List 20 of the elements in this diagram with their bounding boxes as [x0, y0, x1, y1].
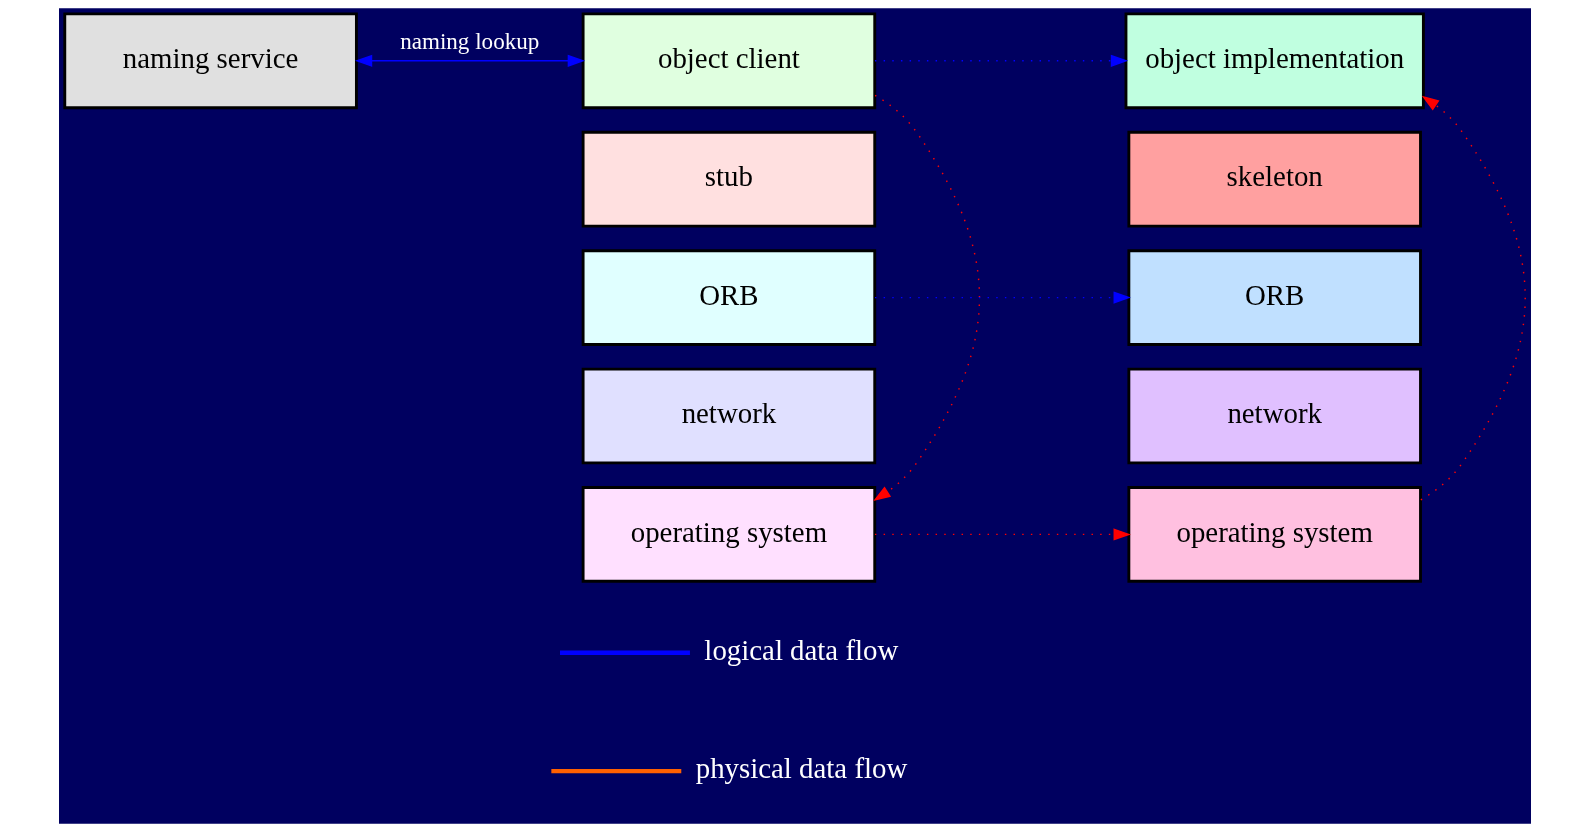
edge-label: naming lookup — [399, 27, 539, 54]
arrow — [1419, 95, 1526, 501]
node-box: naming service — [62, 12, 358, 110]
node-box: operating system — [581, 486, 876, 583]
arrow — [873, 528, 1131, 541]
node-box: skeleton — [1126, 130, 1422, 228]
legend-label: physical data flow — [695, 752, 907, 785]
node-box: network — [581, 367, 876, 465]
arrow — [873, 54, 1128, 67]
arrow — [872, 94, 980, 501]
node-box: stub — [581, 130, 876, 228]
node-box: object implementation — [1124, 12, 1425, 110]
node-box: ORB — [1126, 249, 1422, 346]
node-box: object client — [581, 12, 876, 110]
arrow — [873, 291, 1131, 304]
node-box: network — [1126, 367, 1422, 465]
node-box: ORB — [581, 249, 876, 346]
arrow — [354, 54, 585, 67]
legend-label: logical data flow — [703, 634, 898, 666]
node-box: operating system — [1126, 486, 1422, 583]
